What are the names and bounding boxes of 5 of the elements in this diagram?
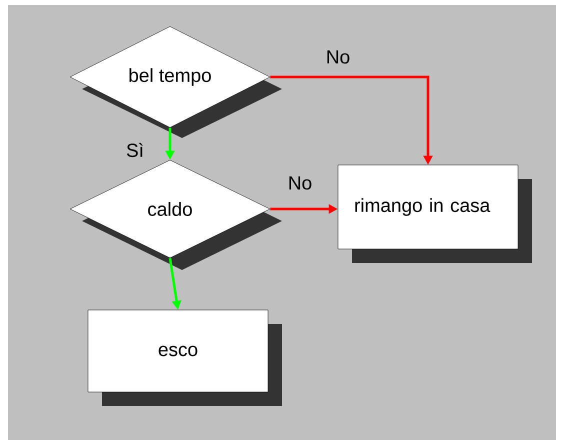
edge-label: No (327, 50, 350, 64)
process-box: rimango in casa (338, 164, 532, 263)
process-box: esco (88, 310, 282, 406)
edge-label: No (289, 176, 312, 190)
edge-label: Sì (126, 142, 143, 158)
